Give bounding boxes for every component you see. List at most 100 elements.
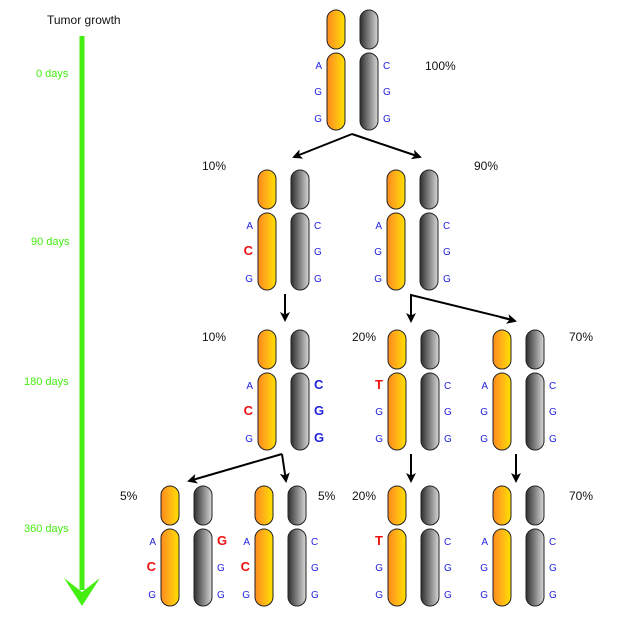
- base-label: G: [480, 590, 488, 601]
- time-label-360-days: 360 days: [24, 523, 69, 535]
- chromosome-short-arm: [492, 485, 512, 526]
- percentage-label: 10%: [202, 159, 226, 173]
- percentage-label: 5%: [318, 489, 336, 503]
- chromosome-short-arm: [387, 485, 407, 526]
- base-label: G: [314, 114, 322, 125]
- chromosome-long-arm: [387, 528, 407, 607]
- chromosome-short-arm: [290, 329, 310, 370]
- chromosome-orange: [257, 329, 277, 451]
- cells-layer: AGGCGGACGCGGAGGCGGACGCGGTGGCGGAGGCGGACGG…: [147, 9, 557, 607]
- chromosome-long-arm: [492, 372, 512, 451]
- base-label: G: [375, 434, 383, 445]
- chromosome-short-arm: [257, 329, 277, 370]
- base-label: G: [444, 434, 452, 445]
- chromosome-orange: [492, 329, 512, 451]
- chromosome-long-arm: [257, 372, 277, 451]
- chromosome-gray: [359, 9, 379, 131]
- lineage-arrow: [292, 133, 353, 159]
- base-label: C: [549, 381, 556, 392]
- mutated-base-label: C: [241, 559, 251, 574]
- mutated-base-label: C: [244, 243, 254, 258]
- base-label: A: [243, 537, 250, 548]
- chromosome-orange: [326, 9, 346, 131]
- chromosome-long-arm: [386, 212, 406, 291]
- lineage-arrow: [499, 314, 517, 324]
- chromosome-long-arm: [193, 528, 213, 607]
- percentage-label: 100%: [425, 59, 456, 73]
- chromosome-orange: [254, 485, 274, 607]
- base-label: G: [480, 407, 488, 418]
- chromosome-short-arm: [290, 169, 310, 210]
- percentage-label: 20%: [352, 489, 376, 503]
- time-label-0-days: 0 days: [36, 68, 69, 80]
- chromosome-long-arm: [290, 372, 310, 451]
- chromosome-short-arm: [386, 169, 406, 210]
- base-label: G: [217, 563, 225, 574]
- chromosome-short-arm: [525, 485, 545, 526]
- chromosome-long-arm: [420, 372, 440, 451]
- base-label: G: [311, 563, 319, 574]
- base-label: C: [444, 381, 451, 392]
- base-label: G: [314, 87, 322, 98]
- chromosome-long-arm: [419, 212, 439, 291]
- mutated-base-label: C: [314, 377, 324, 392]
- time-label-180-days: 180 days: [24, 376, 69, 388]
- chart-title: Tumor growth: [47, 13, 121, 27]
- base-label: G: [311, 590, 319, 601]
- base-label: G: [443, 274, 451, 285]
- base-label: G: [245, 274, 253, 285]
- base-label: G: [383, 87, 391, 98]
- chromosome-short-arm: [492, 329, 512, 370]
- chromosome-short-arm: [326, 9, 346, 50]
- base-label: G: [480, 563, 488, 574]
- lineage-arrow: [187, 453, 283, 484]
- chromosome-long-arm: [287, 528, 307, 607]
- mutated-base-label: G: [314, 403, 324, 418]
- base-label: G: [549, 563, 557, 574]
- base-label: C: [314, 221, 321, 232]
- base-label: G: [375, 563, 383, 574]
- base-label: A: [375, 221, 382, 232]
- chromosome-long-arm: [254, 528, 274, 607]
- chromosome-gray: [290, 329, 310, 451]
- mutated-base-label: T: [375, 377, 383, 392]
- chromosome-gray: [420, 485, 440, 607]
- percentage-label: 90%: [474, 159, 498, 173]
- base-label: G: [549, 590, 557, 601]
- chromosome-gray: [419, 169, 439, 291]
- base-label: A: [246, 221, 253, 232]
- chromosome-orange: [160, 485, 180, 607]
- time-axis-arrowhead: [64, 578, 100, 606]
- percentage-label: 10%: [202, 330, 226, 344]
- chromosome-short-arm: [160, 485, 180, 526]
- mutated-base-label: G: [314, 430, 324, 445]
- chromosome-short-arm: [257, 169, 277, 210]
- base-label: A: [149, 537, 156, 548]
- percentage-label: 70%: [569, 489, 593, 503]
- lineage-arrows: [187, 133, 521, 484]
- lineage-arrow: [410, 293, 514, 321]
- chromosome-orange: [386, 169, 406, 291]
- base-label: G: [314, 274, 322, 285]
- mutated-base-label: C: [244, 403, 254, 418]
- base-label: A: [481, 537, 488, 548]
- base-label: G: [217, 590, 225, 601]
- base-label: G: [242, 590, 250, 601]
- chromosome-long-arm: [160, 528, 180, 607]
- chromosome-short-arm: [359, 9, 379, 50]
- base-label: G: [549, 407, 557, 418]
- chromosome-long-arm: [525, 528, 545, 607]
- chromosome-short-arm: [525, 329, 545, 370]
- chromosome-long-arm: [326, 52, 346, 131]
- chromosome-short-arm: [387, 329, 407, 370]
- chromosome-gray: [420, 329, 440, 451]
- base-label: G: [314, 247, 322, 258]
- mutated-base-label: C: [147, 559, 157, 574]
